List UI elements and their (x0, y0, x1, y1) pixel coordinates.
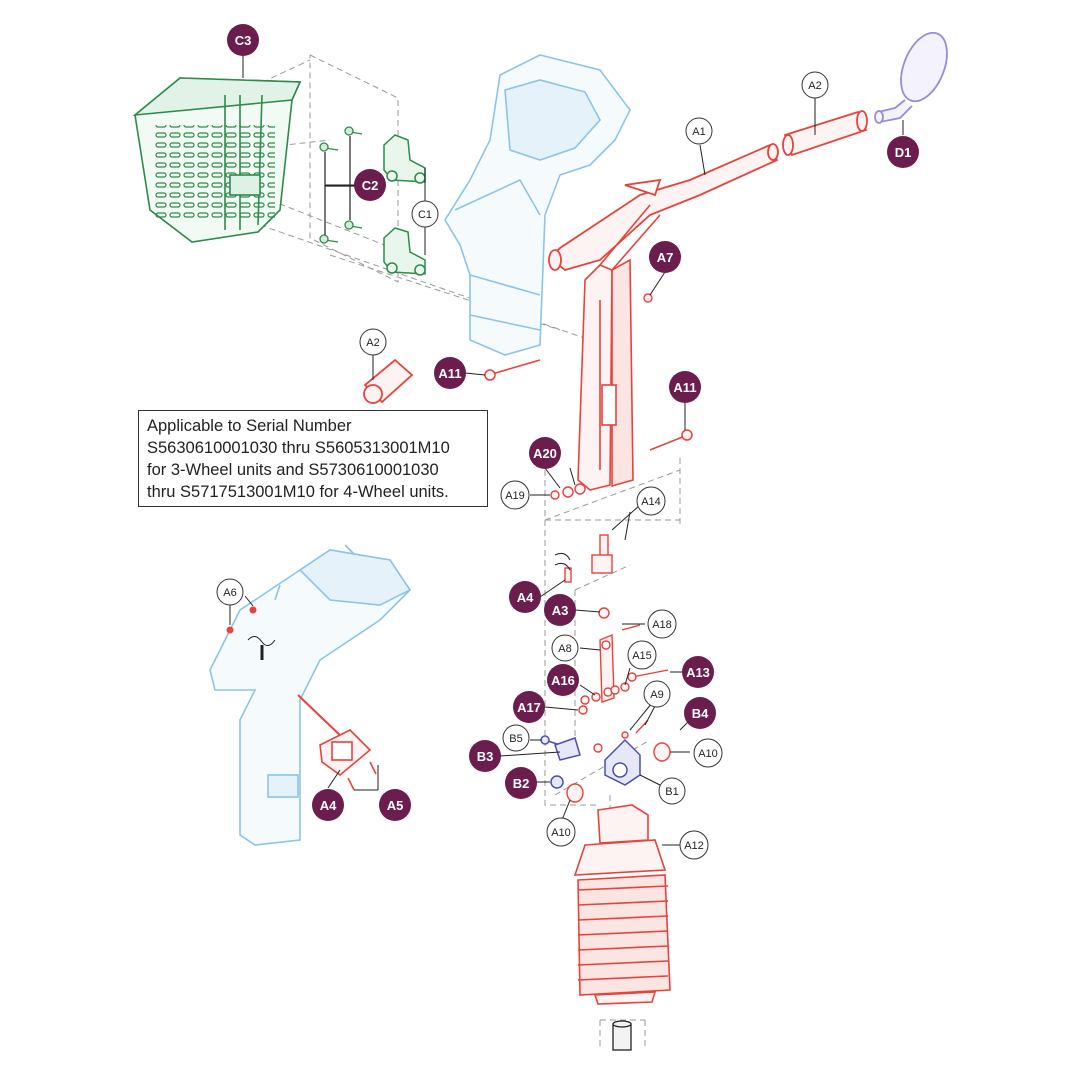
svg-text:A18: A18 (652, 619, 672, 631)
svg-text:B2: B2 (513, 776, 530, 791)
handlebar-drawing (548, 143, 779, 271)
a4-bracket-drawing (297, 694, 377, 791)
svg-text:B3: B3 (477, 749, 494, 764)
svg-text:A15: A15 (632, 650, 652, 662)
wiring-drawing (226, 552, 571, 660)
callout-d1: D1 (887, 136, 919, 168)
svg-text:A10: A10 (551, 827, 571, 839)
note-line-3: for 3-Wheel units and S5730610001030 (147, 461, 439, 479)
svg-text:A4: A4 (320, 798, 337, 813)
svg-text:A11: A11 (438, 366, 461, 381)
outline-callouts: A2 A1 C1 A2 A19 A14 A6 A18 A8 A15 A9 B5 … (216, 71, 829, 860)
svg-text:A14: A14 (641, 496, 661, 508)
svg-text:A19: A19 (505, 490, 525, 502)
note-line-4: thru S5717513001M10 for 4-Wheel units. (147, 483, 449, 501)
callout-c2: C2 (354, 169, 386, 201)
svg-text:A8: A8 (558, 643, 571, 655)
callout-a20: A20 (529, 437, 561, 469)
callout-b2: B2 (505, 767, 537, 799)
callout-a11-left: A11 (434, 357, 466, 389)
grip-right-drawing (782, 110, 868, 157)
svg-text:A2: A2 (808, 80, 821, 92)
svg-text:A1: A1 (692, 126, 705, 138)
callout-a18: A18 (647, 609, 677, 639)
callout-a2-left: A2 (359, 328, 387, 356)
svg-text:A2: A2 (366, 337, 379, 349)
svg-text:A11: A11 (673, 380, 696, 395)
basket-screws (319, 126, 363, 244)
lower-shroud-drawing (209, 544, 412, 846)
svg-text:A7: A7 (657, 250, 674, 265)
svg-text:B1: B1 (665, 786, 678, 798)
boot-drawing (573, 804, 671, 1005)
mirror-drawing (874, 31, 948, 124)
callout-a2-right: A2 (801, 71, 829, 99)
basket-bracket-drawing (383, 134, 426, 276)
tiller-stem-drawing (577, 204, 661, 491)
svg-text:C3: C3 (235, 33, 252, 48)
callout-a8: A8 (551, 634, 579, 662)
svg-text:A12: A12 (684, 840, 704, 852)
note-line-1: Applicable to Serial Number (147, 417, 352, 435)
bottom-post-drawing (612, 1020, 632, 1051)
svg-text:B4: B4 (692, 706, 709, 721)
callout-b4: B4 (684, 697, 716, 729)
svg-text:A10: A10 (698, 748, 718, 760)
callout-a9: A9 (643, 680, 671, 708)
callout-b3: B3 (469, 740, 501, 772)
note-line-2: S5630610001030 thru S5605313001M10 (147, 439, 450, 457)
svg-text:A3: A3 (552, 603, 569, 618)
svg-text:A16: A16 (551, 673, 575, 688)
svg-text:A9: A9 (650, 689, 663, 701)
b-hardware-drawing (540, 735, 641, 789)
callout-c1: C1 (411, 200, 439, 228)
svg-text:A6: A6 (223, 587, 236, 599)
svg-text:A17: A17 (517, 700, 541, 715)
svg-text:A5: A5 (387, 798, 404, 813)
callout-a6: A6 (216, 578, 244, 606)
callout-c3: C3 (227, 24, 259, 56)
svg-text:A13: A13 (686, 665, 710, 680)
callout-a11-right: A11 (669, 371, 701, 403)
callout-b5: B5 (502, 724, 530, 752)
svg-text:D1: D1 (895, 145, 912, 160)
callout-a7: A7 (649, 241, 681, 273)
svg-text:A20: A20 (533, 446, 557, 461)
filled-callouts: C3 C2 D1 A7 A11 A11 A20 A4 A3 A16 A13 A1… (227, 24, 919, 821)
red-hardware-drawing (550, 293, 671, 803)
callout-a10-right: A10 (693, 738, 723, 768)
serial-number-note: Applicable to Serial Number S56306100010… (138, 410, 488, 507)
basket-drawing (132, 77, 302, 243)
callout-a12: A12 (679, 830, 709, 860)
svg-text:A4: A4 (517, 590, 534, 605)
callout-a14: A14 (636, 486, 666, 516)
callout-a4-upper: A4 (509, 581, 541, 613)
svg-text:C2: C2 (362, 178, 379, 193)
callout-a16: A16 (547, 664, 579, 696)
callout-a13: A13 (682, 656, 714, 688)
svg-text:C1: C1 (418, 209, 432, 221)
callout-a5: A5 (379, 789, 411, 821)
callout-a10-left: A10 (546, 817, 576, 847)
callout-a17: A17 (513, 691, 545, 723)
callout-a19: A19 (500, 480, 530, 510)
leader-lines (229, 55, 904, 846)
callout-a15: A15 (627, 640, 657, 670)
callout-a3: A3 (544, 594, 576, 626)
callout-a1: A1 (685, 117, 713, 145)
callout-a4-lower: A4 (312, 789, 344, 821)
callout-b1: B1 (658, 777, 686, 805)
svg-text:B5: B5 (509, 733, 522, 745)
grip-left-drawing (363, 358, 414, 404)
c2-bracket-lines (324, 136, 356, 235)
bolts-a11 (484, 359, 693, 451)
upper-shroud-drawing (444, 54, 631, 356)
